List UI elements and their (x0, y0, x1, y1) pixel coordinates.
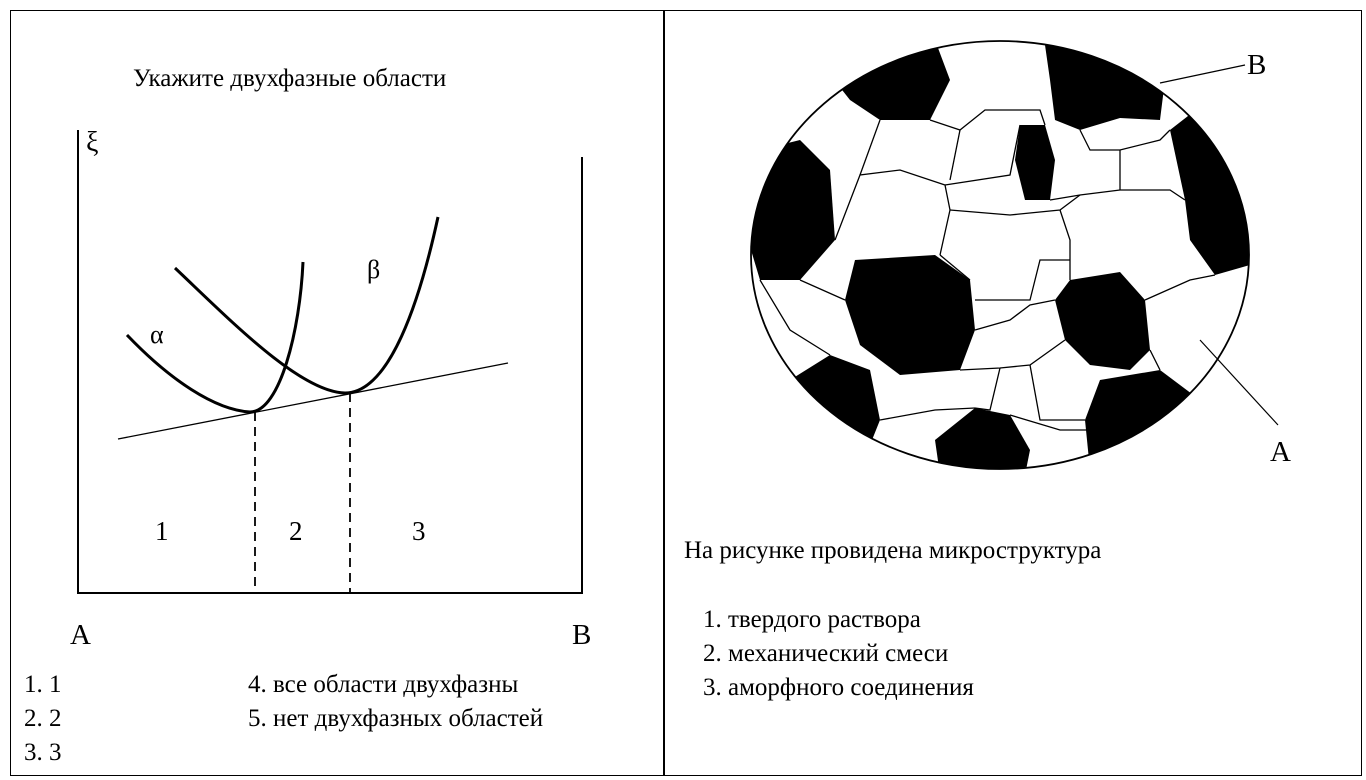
phase-label-a: A (1270, 436, 1291, 468)
composition-end-b: B (572, 619, 592, 651)
table-divider (663, 10, 665, 776)
beta-curve (173, 216, 440, 395)
curve-label-alpha: α (150, 320, 164, 349)
answer-option-3: 3. 3 (24, 739, 62, 766)
question-table (10, 10, 1362, 776)
curve-label-beta: β (367, 255, 381, 284)
axis-label-xi: ξ (86, 127, 99, 158)
microstructure-question: На рисунке провидена микроструктура (684, 537, 1102, 564)
composition-end-a: A (70, 619, 91, 651)
micro-option-3: 3. аморфного соединения (703, 674, 974, 701)
leader-line-a (1199, 339, 1279, 426)
answer-option-1: 1. 1 (24, 671, 62, 698)
region-label-1: 1 (155, 516, 169, 546)
left-title: Укажите двухфазные области (133, 65, 447, 92)
phase-label-b: B (1247, 49, 1267, 81)
region-label-3: 3 (412, 516, 426, 546)
common-tangent (117, 362, 509, 440)
answer-option-4: 4. все области двухфазны (248, 671, 519, 698)
region-label-2: 2 (289, 516, 303, 546)
microstructure-outline (750, 40, 1250, 470)
microstructure (751, 41, 1249, 469)
alpha-curve (125, 261, 305, 414)
answer-option-2: 2. 2 (24, 705, 62, 732)
micro-option-1: 1. твердого раствора (703, 606, 921, 633)
answer-option-5: 5. нет двухфазных областей (248, 705, 544, 732)
leader-line-b (1159, 64, 1246, 84)
micro-option-2: 2. механический смеси (703, 640, 949, 667)
